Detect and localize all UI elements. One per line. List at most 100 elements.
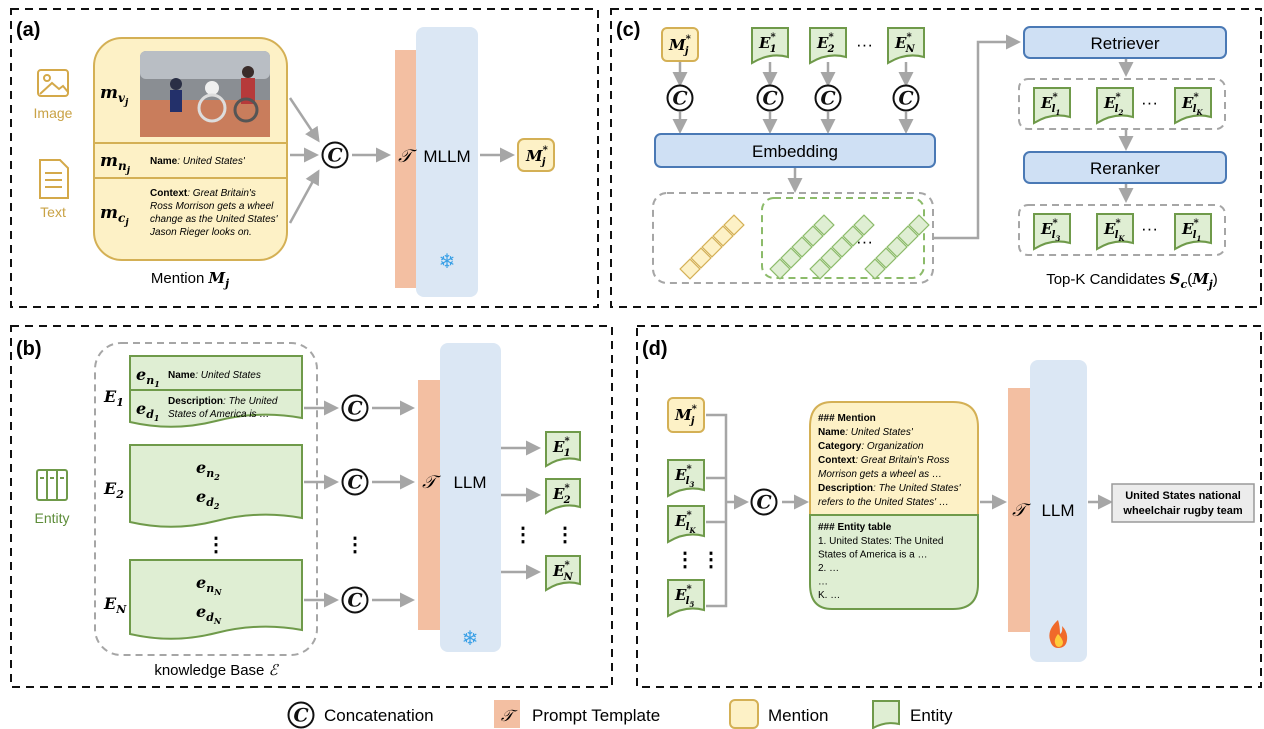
mention-context-line-2: Ross Morrison gets a wheel <box>150 201 274 212</box>
mention-header-d: ### Mention <box>818 413 876 424</box>
legend: Concatenation 𝒯 Prompt Template Mention … <box>287 699 953 729</box>
concat-icon-b-2 <box>341 468 369 496</box>
e1-desc-line-2: States of America is … <box>168 409 269 420</box>
entity-output-b-3: E*N <box>545 555 581 592</box>
mention-name-symbol: mnj <box>100 151 131 176</box>
entity-input-c-3: E*N <box>887 27 925 65</box>
mention-photo <box>140 51 270 137</box>
entity-input-d-1-label: E*l3 <box>674 464 694 489</box>
entity-vector-1 <box>769 214 835 280</box>
entity-input-d-3: E*l5 <box>667 579 705 618</box>
panel-b-label: (b) <box>16 338 42 360</box>
entity-card-n <box>129 559 303 640</box>
entity-input-c-2: E*2 <box>809 27 847 65</box>
entity-output-b-1: E*1 <box>545 431 581 468</box>
mention-field-line-5: Description: The United States' <box>818 483 962 494</box>
panel-c-border <box>610 8 1262 308</box>
entity-input-d-3-label: E*l5 <box>674 584 694 609</box>
snowflake-icon-b: ❄ <box>462 628 479 650</box>
top-inputs-ellipsis: ··· <box>856 35 873 54</box>
panel-d-arrows <box>706 413 1113 608</box>
panel-b-arrows <box>304 400 541 608</box>
retrieved-entity-2-label: E*l2 <box>1103 92 1123 117</box>
snowflake-icon-a: ❄ <box>439 251 456 273</box>
concat-icon-c-4 <box>892 84 920 112</box>
entity-output-b-2: E*2 <box>545 478 581 515</box>
prediction-line-2: wheelchair rugby team <box>1122 505 1242 517</box>
embedding-vectors <box>679 214 930 280</box>
entity-output-b-2-label: E*2 <box>552 483 571 506</box>
mention-field-line-1: Name: United States' <box>818 427 914 438</box>
entity-input-d-1: E*l3 <box>667 459 705 498</box>
entity-input-c-1: E*1 <box>751 27 789 65</box>
mention-context-line-1: Context: Great Britain's <box>150 188 256 199</box>
concat-icon-b-3 <box>341 586 369 614</box>
reranker-label: Reranker <box>1090 159 1160 178</box>
entity-input-d-2-label: E*lK <box>674 510 696 535</box>
entity-embedding-group <box>761 197 925 279</box>
candidate-entities: E*l1E*l2E*lKE*l3E*lKE*l1······ <box>1033 87 1212 251</box>
entity-table-line-1: 1. United States: The United <box>818 536 943 547</box>
mention-name-text: Name: United States' <box>150 156 246 167</box>
reranked-entity-1-label: E*l3 <box>1040 218 1060 243</box>
panel-c-label: (c) <box>616 19 640 41</box>
entity-input-c-2-label: E*2 <box>816 32 835 55</box>
mention-field-line-4: Morrison gets a wheel as … <box>818 469 942 480</box>
legend-template-swatch <box>494 700 520 728</box>
text-label: Text <box>40 204 66 220</box>
mllm-block <box>416 27 478 297</box>
mention-fields-d: Name: United States'Category: Organizati… <box>818 427 962 508</box>
llm-label-d: LLM <box>1041 501 1074 520</box>
reranked-entity-2-label: E*lK <box>1103 218 1125 243</box>
candidates-ellipsis-1: ··· <box>1141 93 1158 112</box>
image-label: Image <box>34 105 73 121</box>
prediction-box <box>1111 483 1255 523</box>
mention-context-line-3: change as the United States' <box>150 214 279 225</box>
concat-vdots: ⋮ <box>345 534 365 556</box>
retrieved-entity-1: E*l1 <box>1033 87 1071 125</box>
d-vdots-2: ⋮ <box>701 549 721 571</box>
concat-icon-d <box>750 488 778 516</box>
entity-card-1 <box>129 355 303 428</box>
entity-input-d-2: E*lK <box>667 505 705 544</box>
entity-table-header: ### Entity table <box>818 522 892 533</box>
entity-inputs-d: E*l3E*lK E*l5 <box>667 459 705 618</box>
panel-d-border <box>636 325 1262 688</box>
mention-field-line-3: Context: Great Britain's Ross <box>818 455 949 466</box>
entity-vector-3 <box>864 214 930 280</box>
reranker-block <box>1023 151 1227 184</box>
concat-icon-a <box>321 141 349 169</box>
retrieved-entity-1-label: E*l1 <box>1040 92 1060 117</box>
llm-block-b <box>440 343 501 652</box>
prompt-card <box>809 401 979 610</box>
entity-inputs-c: E*1 E*2 E*N ··· <box>751 27 925 65</box>
e1-desc-line-1: Description: The United <box>168 396 278 407</box>
mention-context-line-4: Jason Rieger looks on. <box>149 227 252 238</box>
reranked-group <box>1018 204 1226 256</box>
legend-concat-icon <box>287 701 315 729</box>
kb-caption: knowledge Base ℰ <box>154 661 279 679</box>
panel-c-arrows <box>672 34 1134 240</box>
legend-entity-label: Entity <box>910 706 953 725</box>
entity-output-b-1-label: E*1 <box>552 436 571 459</box>
reranked-entity-3-label: E*l1 <box>1181 218 1201 243</box>
llm-label-b: LLM <box>453 473 486 492</box>
entity-vector-2 <box>809 214 875 280</box>
mention-output-a-label: M*j <box>525 145 549 168</box>
entity-table-line-3: 2. … <box>818 563 839 574</box>
entity-input-c-1-label: E*1 <box>758 32 777 55</box>
fire-icon <box>1049 620 1068 648</box>
retriever-block <box>1023 26 1227 59</box>
legend-mention-label: Mention <box>768 706 828 725</box>
reranked-entity-2: E*lK <box>1096 213 1134 251</box>
mention-caption: Mention Mj <box>151 269 229 290</box>
retriever-label: Retriever <box>1091 34 1160 53</box>
kb-vdots: ⋮ <box>206 534 226 556</box>
mention-output-a <box>517 138 555 172</box>
text-file-icon <box>39 159 69 199</box>
mention-input-c-label: M*j <box>668 34 692 57</box>
embedding-block <box>654 133 936 168</box>
mention-field-line-6: refers to the United States' … <box>818 497 949 508</box>
